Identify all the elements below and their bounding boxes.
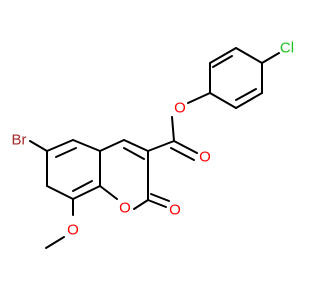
bond — [209, 92, 237, 109]
ester-oxygen-label: O — [174, 100, 186, 117]
bond — [235, 88, 257, 101]
lactone-oxygen-label: O — [169, 202, 181, 219]
bond — [99, 185, 118, 200]
methoxy-oxygen-label: O — [67, 222, 79, 239]
bond — [147, 140, 175, 152]
bond — [209, 47, 237, 64]
molecule-structure: Cl O O Br O O O — [12, 40, 295, 249]
bond — [46, 185, 74, 200]
bond — [72, 180, 93, 192]
bromine-label: Br — [12, 132, 27, 149]
bond — [171, 116, 175, 142]
bond — [150, 193, 170, 202]
bond — [212, 55, 233, 68]
carbonyl-oxygen-label: O — [199, 149, 211, 166]
bond — [147, 199, 167, 208]
atom-labels: Cl O O Br O O O — [12, 40, 295, 239]
bond — [261, 52, 280, 64]
bond-lines — [29, 47, 280, 249]
bond — [29, 140, 48, 152]
bond — [123, 139, 149, 152]
bond — [173, 140, 198, 154]
bond — [55, 147, 77, 158]
bond — [72, 139, 101, 152]
bond — [46, 139, 74, 152]
bond — [99, 139, 125, 152]
bond — [170, 147, 195, 161]
bond — [133, 199, 149, 210]
chlorine-label: Cl — [280, 40, 294, 57]
ring-oxygen-label: O — [119, 200, 131, 217]
bond — [123, 147, 145, 160]
bond — [72, 185, 101, 200]
bond — [235, 92, 263, 109]
bond — [187, 92, 211, 104]
bond — [45, 236, 65, 249]
bond — [235, 47, 263, 64]
